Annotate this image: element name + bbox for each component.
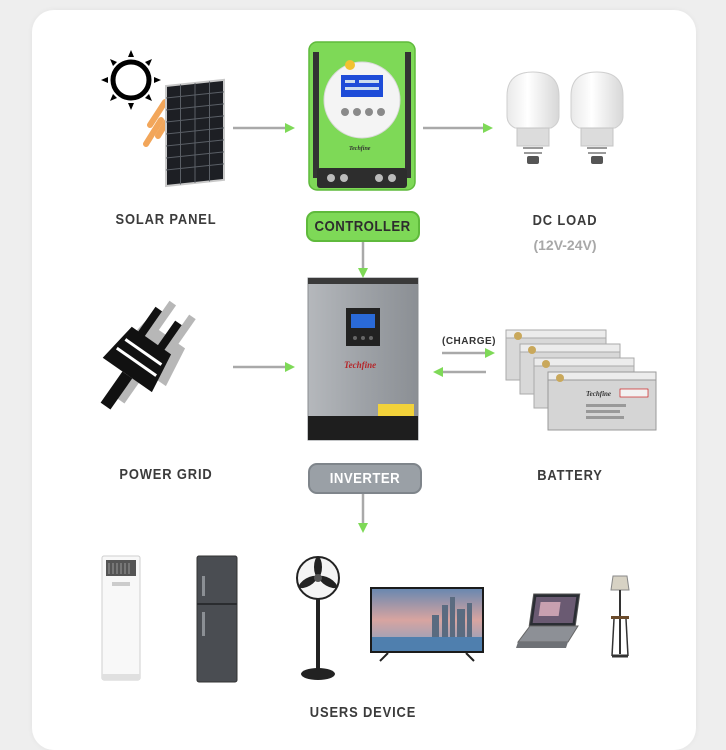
solar-panel-icon xyxy=(101,50,225,188)
charge-label: (CHARGE) xyxy=(442,336,496,347)
laptop-icon xyxy=(516,593,581,648)
floor-lamp-icon xyxy=(610,575,630,658)
inverter-pill: INVERTER xyxy=(308,463,422,494)
charge-controller-icon: Techfine xyxy=(308,41,416,191)
dc-load-voltage: (12V-24V) xyxy=(533,237,597,253)
inverter-icon: Techfine xyxy=(307,277,419,441)
controller-pill: CONTROLLER xyxy=(306,211,420,242)
standing-fan-icon xyxy=(296,556,340,680)
dc-load-label: DC LOAD xyxy=(532,212,598,229)
inverter-brand: Techfine xyxy=(344,360,376,370)
battery-icon: Techfine xyxy=(505,329,657,431)
battery-label: BATTERY xyxy=(537,467,603,484)
solar-panel-label: SOLAR PANEL xyxy=(115,211,217,228)
controller-brand: Techfine xyxy=(349,146,371,152)
battery-brand: Techfine xyxy=(586,390,611,398)
inverter-label: INVERTER xyxy=(329,470,401,487)
refrigerator-icon xyxy=(196,555,238,683)
air-conditioner-icon xyxy=(101,555,141,681)
users-device-label: USERS DEVICE xyxy=(309,704,417,721)
controller-label: CONTROLLER xyxy=(314,218,412,235)
light-bulb-icon xyxy=(506,71,624,164)
television-icon xyxy=(370,587,484,662)
power-plug-icon xyxy=(100,300,196,410)
power-grid-label: POWER GRID xyxy=(119,466,213,483)
arrows-layer xyxy=(233,123,495,533)
